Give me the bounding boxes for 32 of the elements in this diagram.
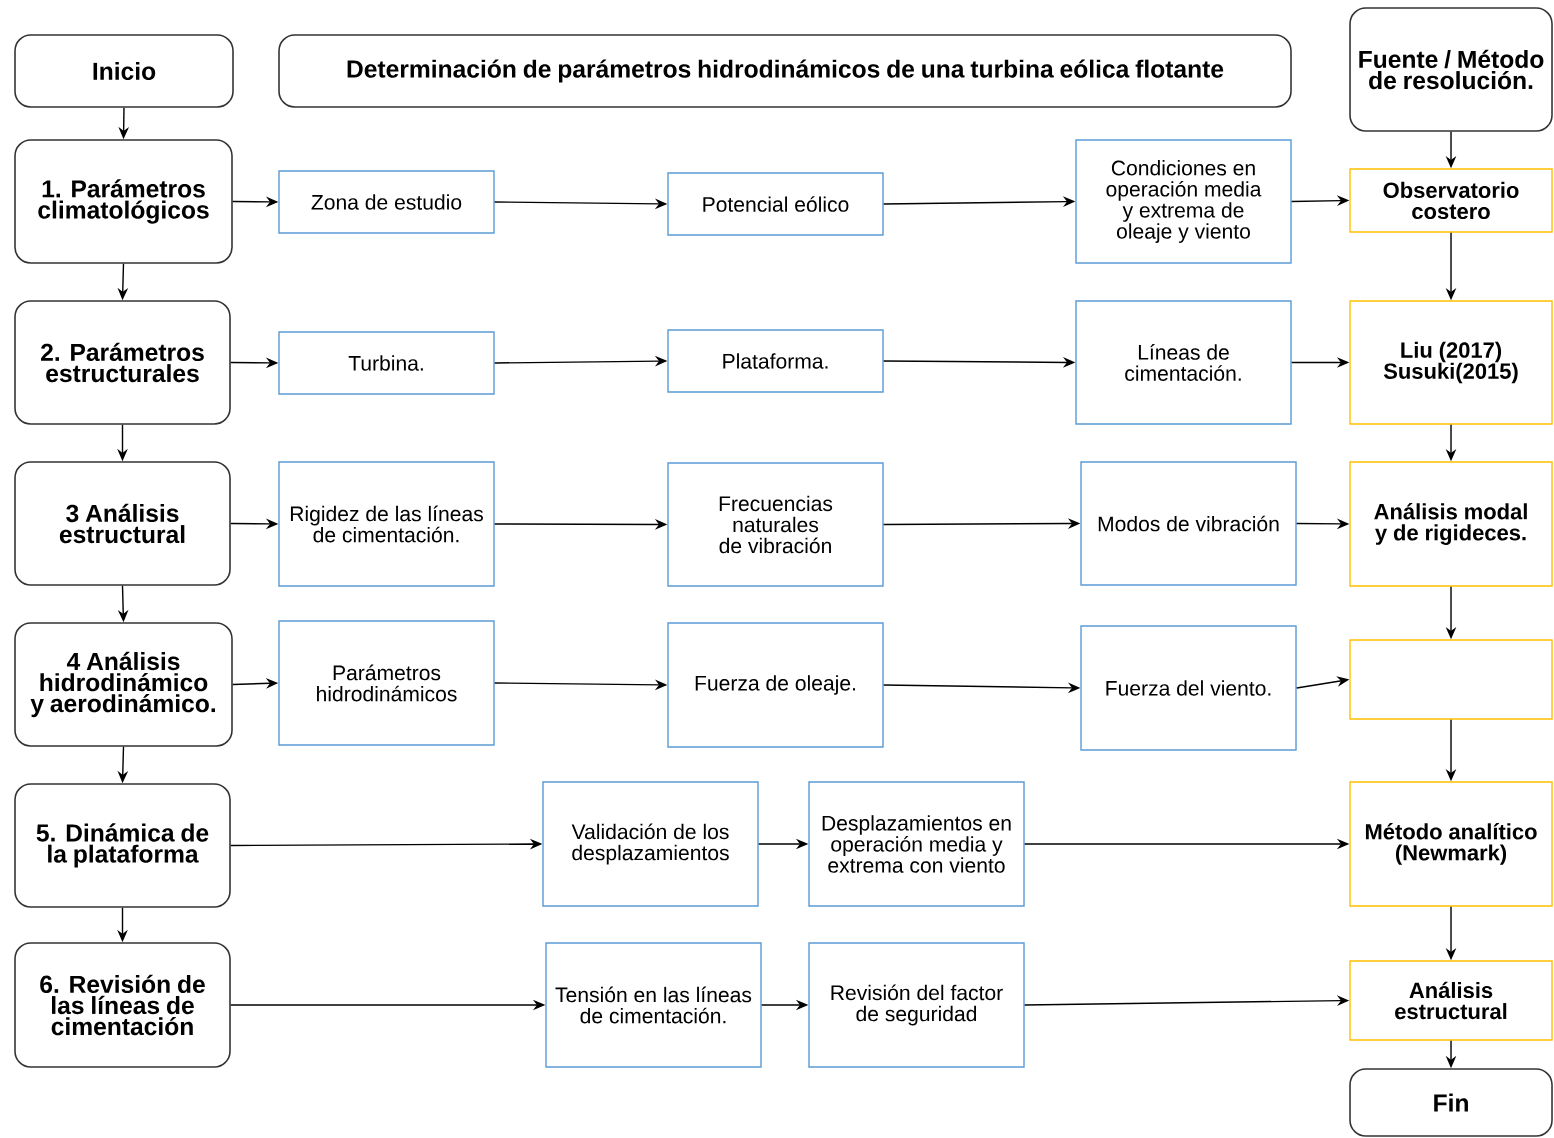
start-box: 3 Análisis estructural — [14, 461, 231, 586]
source-box: Análisis modal y de rigideces. — [1349, 461, 1553, 587]
source-box — [1349, 639, 1553, 720]
header-box: Fuente / Método de resolución. — [1349, 7, 1553, 132]
start-box: 6. Revisión de las líneas de cimentación — [14, 942, 231, 1068]
terminal-box: Fin — [1349, 1068, 1553, 1137]
start-box: 1. Parámetros climatológicos — [14, 139, 233, 264]
process-box: Zona de estudio — [278, 170, 495, 234]
source-box: Método analítico (Newmark) — [1349, 781, 1553, 907]
process-box: Plataforma. — [667, 329, 884, 393]
start-box: 2. Parámetros estructurales — [14, 300, 231, 425]
start-box: 4 Análisis hidrodinámico y aerodinámico. — [14, 622, 233, 747]
process-box: Rigidez de las líneas de cimentación. — [278, 461, 495, 587]
process-box: Condiciones en operación media y extrema de oleaje y viento — [1075, 139, 1292, 264]
process-box: Modos de vibración — [1080, 461, 1297, 586]
process-box: Parámetros hidrodinámicos — [278, 620, 495, 746]
process-box: Fuerza de oleaje. — [667, 622, 884, 748]
process-box: Turbina. — [278, 331, 495, 395]
process-box: Fuerza del viento. — [1080, 625, 1297, 751]
process-box: Potencial eólico — [667, 172, 884, 236]
source-box: Observatorio costero — [1349, 168, 1553, 233]
terminal-box: Inicio — [14, 34, 234, 108]
process-box: Tensión en las líneas de cimentación. — [545, 942, 762, 1068]
process-box: Desplazamientos en operación media y extrema con viento — [808, 781, 1025, 907]
process-box: Revisión del factor de seguridad — [808, 942, 1025, 1068]
source-box: Liu (2017) Susuki(2015) — [1349, 300, 1553, 425]
source-box: Análisis estructural — [1349, 960, 1553, 1041]
title-box: Determinación de parámetros hidrodinámicos de una turbina eólica flotante — [278, 34, 1292, 108]
process-box: Frecuencias naturales de vibración — [667, 462, 884, 587]
process-box: Líneas de cimentación. — [1075, 300, 1292, 425]
start-box: 5. Dinámica de la plataforma — [14, 783, 231, 908]
process-box: Validación de los desplazamientos — [542, 781, 759, 907]
